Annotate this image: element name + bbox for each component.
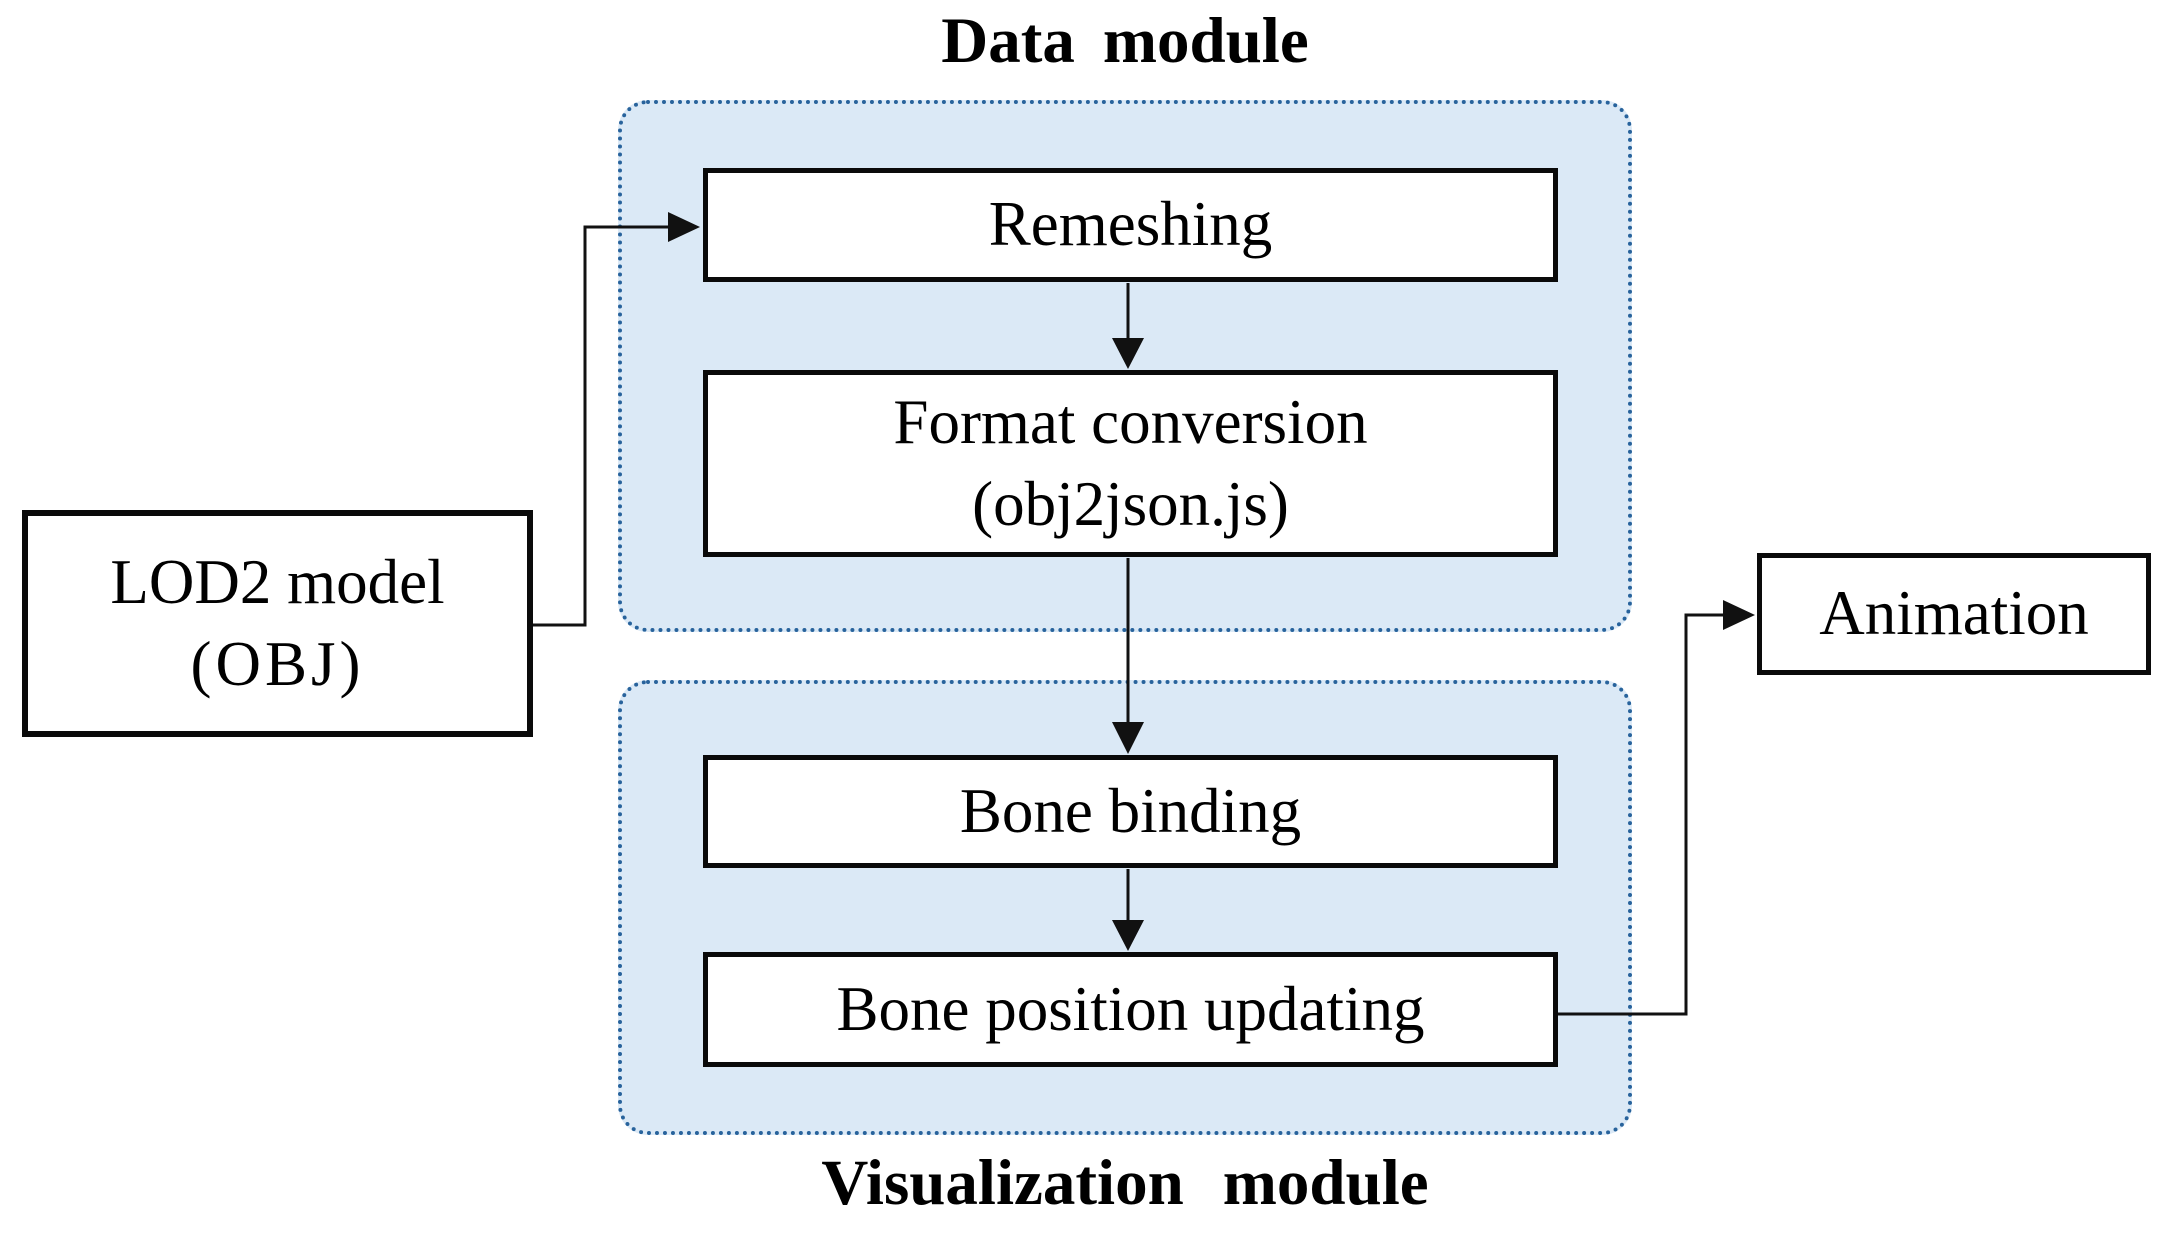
node-animation-label: Animation: [1819, 578, 2089, 649]
visualization-module-title: Visualization module: [821, 1147, 1429, 1219]
node-remeshing: Remeshing: [703, 168, 1558, 282]
node-animation: Animation: [1757, 553, 2151, 675]
node-remeshing-label: Remeshing: [988, 189, 1273, 260]
node-bone-binding-label: Bone binding: [959, 775, 1302, 846]
node-format-conversion-line1: Format conversion: [893, 386, 1368, 457]
node-format-conversion: Format conversion (obj2json.js): [703, 370, 1558, 557]
node-bone-binding: Bone binding: [703, 755, 1558, 868]
data-module-title: Data module: [941, 5, 1309, 77]
node-lod2-model-line2: (OBJ): [190, 628, 365, 699]
node-lod2-model-line1: LOD2 model: [110, 546, 445, 617]
node-lod2-model: LOD2 model (OBJ): [22, 510, 533, 737]
node-format-conversion-line2: (obj2json.js): [972, 468, 1289, 539]
node-bone-position-updating-label: Bone position updating: [836, 973, 1425, 1044]
node-bone-position-updating: Bone position updating: [703, 952, 1558, 1067]
